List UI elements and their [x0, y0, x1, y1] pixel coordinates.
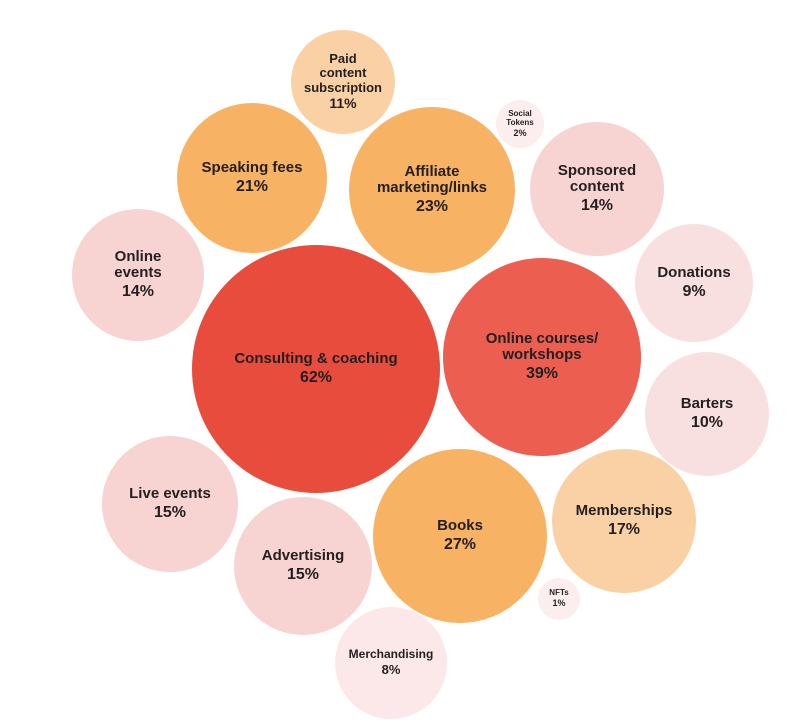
bubble-label: Donations	[657, 264, 731, 281]
bubble-label: NFTs	[549, 588, 569, 598]
bubble-value: 2%	[513, 127, 527, 138]
bubble-label: Live events	[129, 485, 211, 502]
bubble-value: 9%	[682, 282, 706, 300]
bubble-value: 15%	[286, 565, 320, 583]
bubble-value: 23%	[415, 198, 449, 216]
bubble-label: Social Tokens	[506, 108, 534, 127]
bubble-value: 62%	[299, 368, 333, 386]
bubble-label: Memberships	[575, 502, 673, 519]
bubble-label: Online courses/ workshops	[485, 329, 599, 364]
bubble-label: Affiliate marketing/links	[376, 162, 488, 197]
bubble-value: 1%	[552, 598, 566, 609]
bubble-value: 27%	[443, 535, 477, 553]
bubble-value: 10%	[690, 413, 724, 431]
bubble-label: Speaking fees	[201, 159, 303, 176]
bubble-label: Merchandising	[348, 647, 434, 662]
bubble-value: 39%	[525, 365, 559, 383]
bubble-label: Advertising	[261, 547, 345, 564]
bubble-value: 15%	[153, 503, 187, 521]
bubble-value: 21%	[235, 177, 269, 195]
bubble-label: Consulting & coaching	[234, 350, 398, 367]
bubble-value: 11%	[329, 95, 357, 112]
bubble-label: Books	[437, 517, 483, 534]
bubble-label: Paid content subscription	[303, 50, 382, 95]
bubble-label: Sponsored content	[557, 161, 637, 196]
bubble-value: 8%	[381, 661, 401, 677]
bubble-value: 17%	[607, 520, 641, 538]
bubble-label: Barters	[680, 395, 734, 412]
bubble-value: 14%	[580, 197, 614, 215]
bubble-value: 14%	[121, 283, 155, 301]
bubble-label: Online events	[114, 247, 162, 282]
